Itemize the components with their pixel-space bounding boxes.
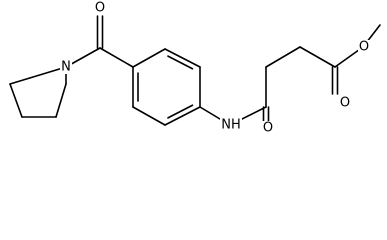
molecule-structure: N O NH O O O	[9, 1, 381, 136]
bond-aromatic-inner	[167, 55, 194, 70]
bond-aromatic	[132, 48, 166, 68]
atom-label-background	[60, 60, 72, 74]
atom-label-ester-oxygen-methoxy: O	[359, 40, 369, 55]
atom-label-amide-oxygen-left: O	[95, 1, 105, 16]
bond-single	[99, 47, 134, 68]
bond-aromatic	[164, 106, 201, 126]
atom-label-background	[339, 96, 351, 110]
atom-label-background	[94, 1, 106, 15]
atom-labels: N O NH O O O	[60, 1, 370, 136]
bond-aromatic-inner	[167, 104, 194, 119]
atom-label-amide-nitrogen: NH	[221, 118, 241, 133]
bond-single	[299, 46, 336, 68]
atom-label-background	[220, 118, 242, 132]
atom-label-background	[358, 40, 370, 54]
bond-aromatic	[132, 106, 166, 126]
bond-single	[265, 46, 301, 68]
atom-label-ester-oxygen-carbonyl: O	[340, 96, 350, 111]
atom-label-pyrrolidine-nitrogen: N	[61, 60, 71, 75]
bond-pyrrolidine	[9, 66, 67, 85]
atom-label-amide-oxygen-right: O	[263, 121, 273, 136]
bond-aromatic	[164, 48, 201, 68]
bond-pyrrolidine	[9, 83, 23, 118]
atom-label-background	[262, 121, 274, 135]
bond-pyrrolidine	[55, 83, 67, 118]
